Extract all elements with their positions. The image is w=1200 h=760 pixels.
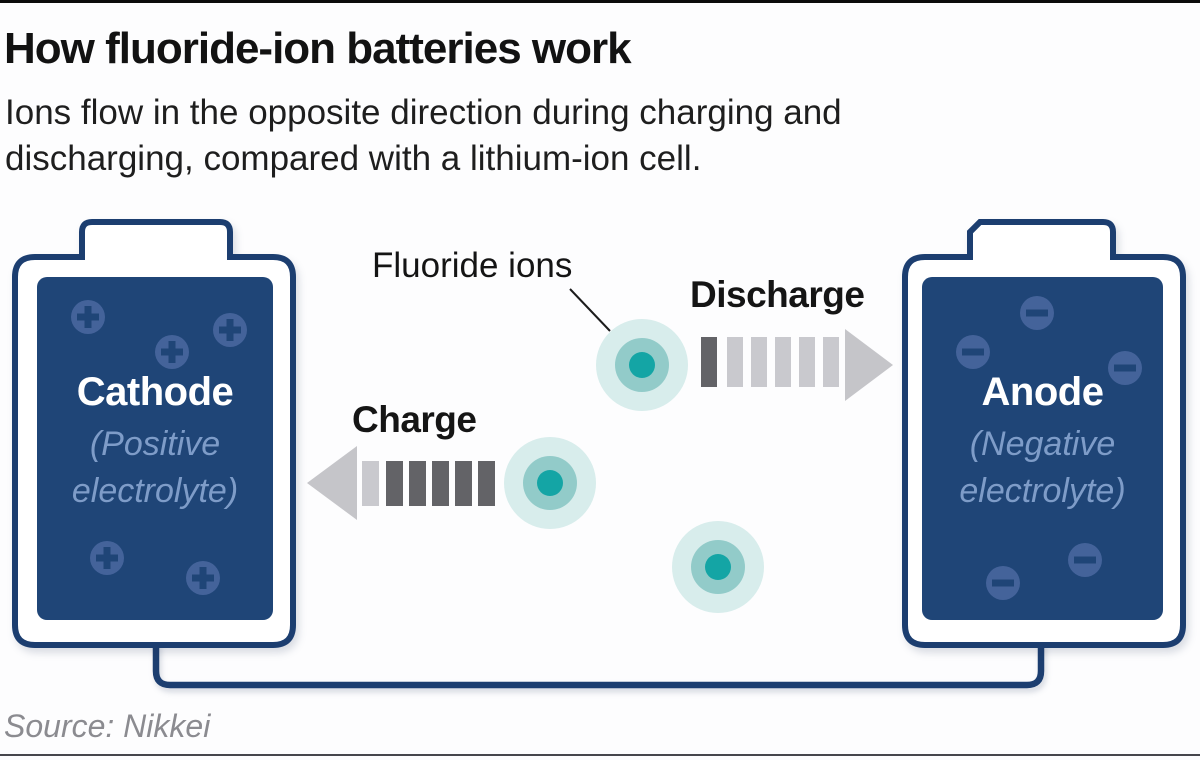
charge-arrow-bar — [455, 461, 472, 506]
discharge-arrow-bar — [799, 337, 815, 387]
cathode-electrolyte-panel — [37, 277, 273, 620]
cathode-battery — [12, 219, 296, 648]
subtitle-line: Ions flow in the opposite direction duri… — [5, 93, 842, 132]
fluoride-ion — [596, 319, 688, 411]
minus-icon — [956, 335, 990, 369]
charge-arrow — [307, 446, 495, 520]
charge-arrow-bar — [432, 461, 449, 506]
discharge-arrow — [701, 329, 893, 401]
discharge-arrow-bar — [701, 337, 717, 387]
cathode-sublabel: (Positive electrolyte) — [71, 425, 239, 510]
plus-icon — [186, 561, 220, 595]
fluoride-ion — [504, 437, 596, 529]
charge-arrow-bar — [362, 461, 379, 506]
minus-icon — [1108, 351, 1142, 385]
anode-battery — [902, 219, 1186, 648]
discharge-arrow-bar — [727, 337, 743, 387]
top-rule — [0, 0, 1200, 3]
cathode-label: Cathode — [76, 370, 234, 414]
fluoride-ions-pointer-line — [569, 288, 611, 332]
anode-sublabel: (Negative electrolyte) — [959, 425, 1126, 510]
source-credit: Source: Nikkei — [4, 708, 211, 744]
plus-icon — [71, 300, 105, 334]
anode-text-block: Anode (Negative electrolyte) — [922, 370, 1163, 515]
fluoride-ion — [672, 521, 764, 613]
subtitle-line: discharging, compared with a lithium-ion… — [5, 139, 702, 178]
fluoride-ions-label: Fluoride ions — [372, 246, 573, 285]
discharge-arrow-bar — [823, 337, 839, 387]
cathode-text-block: Cathode (Positive electrolyte) — [37, 370, 273, 515]
minus-icon — [986, 566, 1020, 600]
charge-arrow-bar — [478, 461, 495, 506]
plus-icon — [90, 541, 124, 575]
discharge-label: Discharge — [690, 274, 865, 315]
circuit-wire — [152, 642, 1045, 689]
minus-icon — [1068, 543, 1102, 577]
plus-icon — [213, 313, 247, 347]
discharge-arrowhead — [845, 329, 893, 401]
page-subtitle: Ions flow in the opposite direction duri… — [5, 90, 842, 182]
charge-arrowhead — [307, 446, 357, 520]
charge-label: Charge — [352, 399, 477, 440]
minus-icon — [1020, 296, 1054, 330]
anode-label: Anode — [981, 370, 1104, 414]
bottom-rule — [0, 754, 1200, 756]
page-title: How fluoride-ion batteries work — [4, 24, 632, 73]
charge-arrow-bar — [409, 461, 426, 506]
plus-icon — [155, 335, 189, 369]
charge-arrow-bar — [386, 461, 403, 506]
discharge-arrow-bar — [751, 337, 767, 387]
discharge-arrow-bar — [775, 337, 791, 387]
